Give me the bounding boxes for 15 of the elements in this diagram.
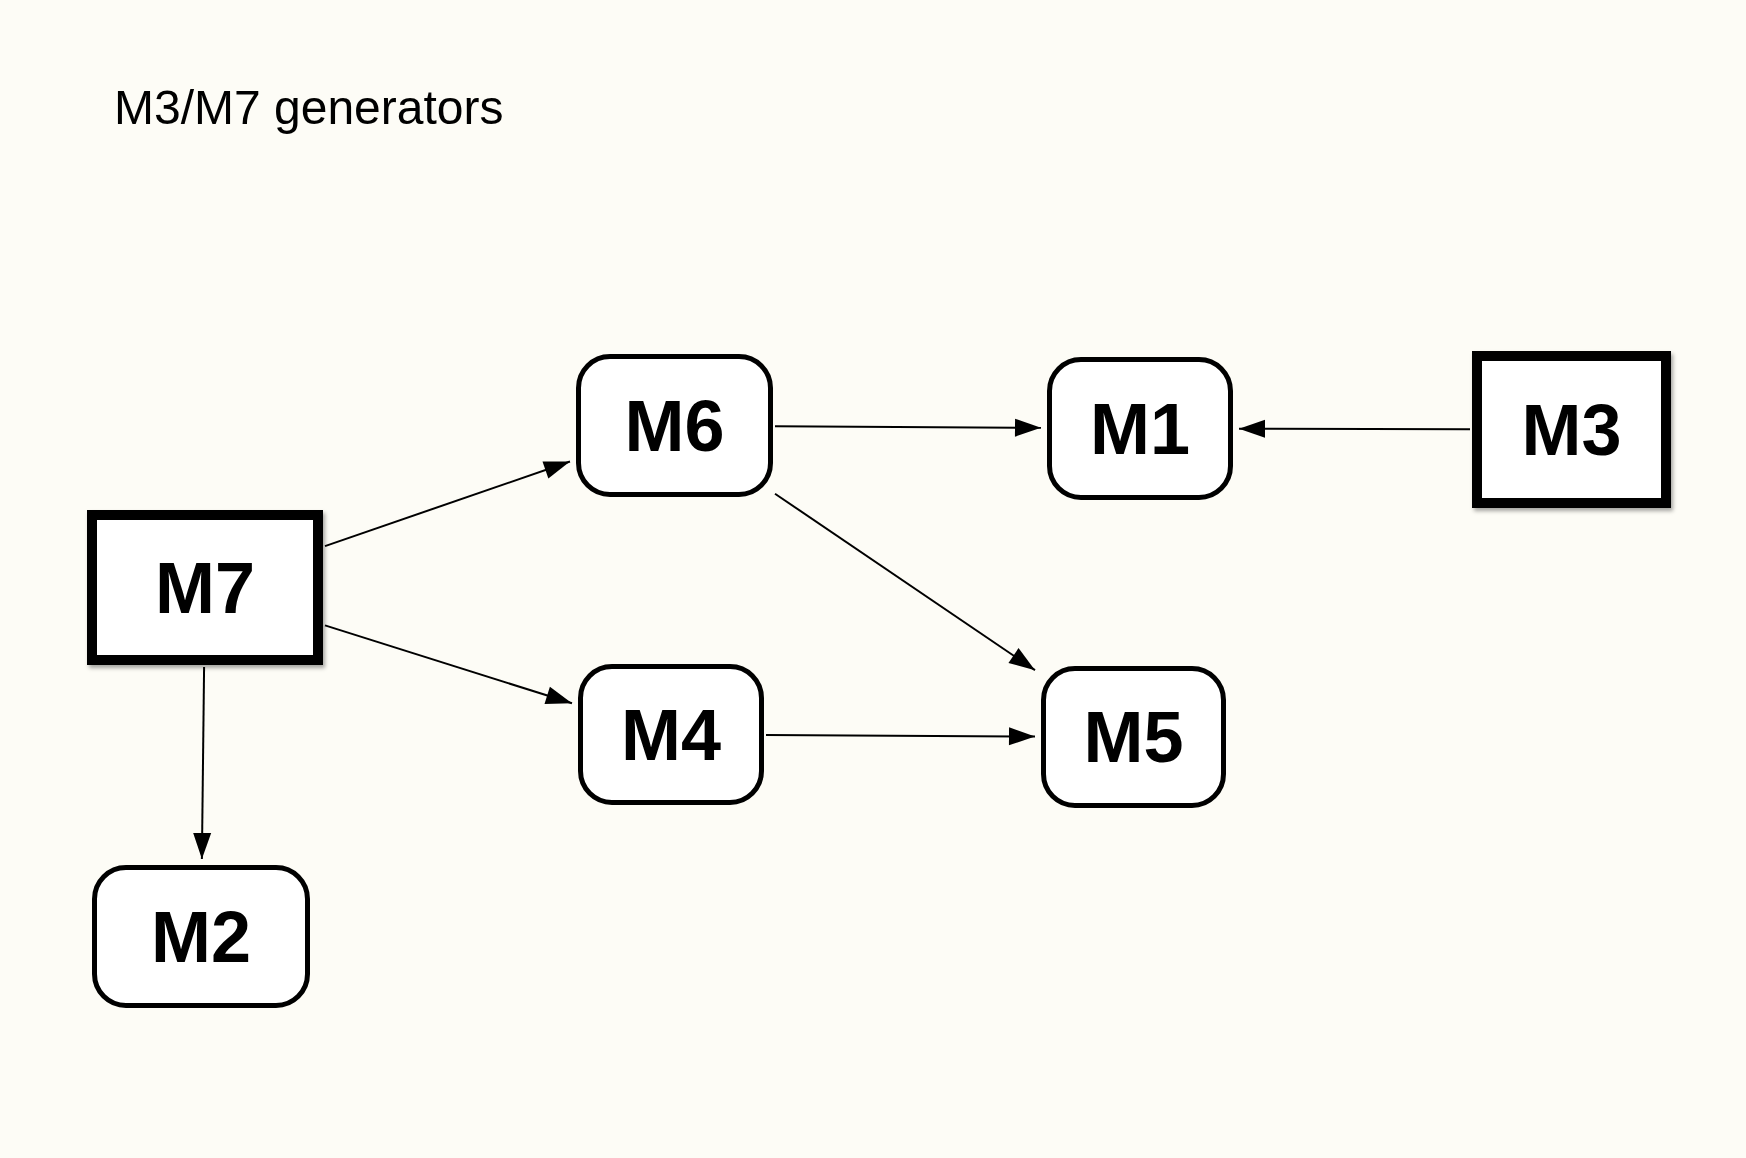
module-box: M4 (578, 664, 764, 805)
arrow (765, 727, 1036, 746)
module-box: M2 (92, 865, 310, 1008)
module-box: M1 (1047, 357, 1233, 500)
diagram-title: M3/M7 generators (114, 80, 504, 136)
arrow (324, 624, 573, 705)
arrow (774, 418, 1042, 437)
module-box: M5 (1041, 666, 1226, 808)
module-box: M6 (576, 354, 773, 497)
generator-box: M3 (1472, 351, 1671, 508)
arrow (1238, 419, 1471, 438)
generator-box: M7 (87, 510, 323, 665)
arrow (193, 666, 212, 860)
arrow (774, 492, 1036, 672)
arrow (324, 460, 571, 548)
